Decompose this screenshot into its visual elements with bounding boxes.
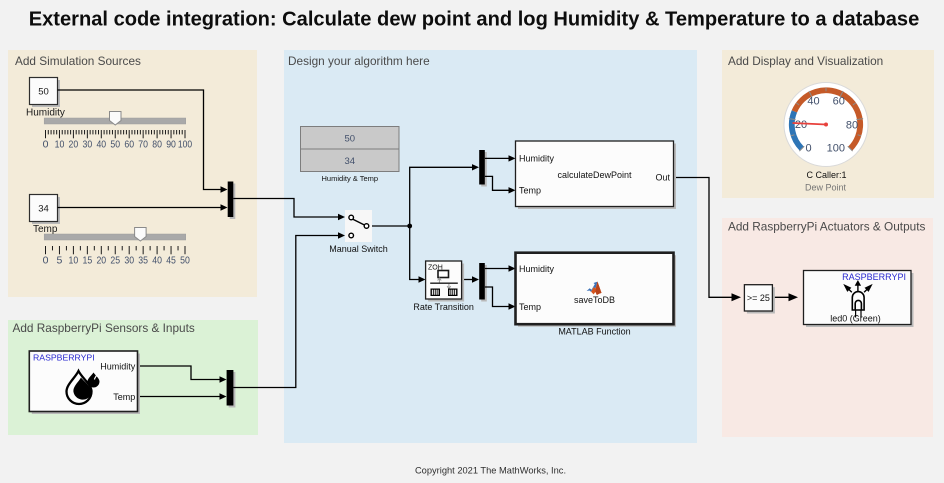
svg-text:ZOH: ZOH	[428, 264, 443, 271]
svg-text:20: 20	[795, 119, 807, 131]
svg-text:RASPBERRYPI: RASPBERRYPI	[33, 353, 95, 363]
svg-text:20: 20	[69, 139, 79, 151]
svg-text:Temp: Temp	[33, 224, 58, 235]
svg-text:60: 60	[833, 95, 845, 107]
svg-text:60: 60	[124, 139, 134, 151]
svg-text:50: 50	[38, 86, 49, 97]
svg-text:30: 30	[124, 255, 134, 267]
svg-text:Add RaspberryPi Actuators & Ou: Add RaspberryPi Actuators & Outputs	[728, 220, 925, 234]
svg-text:70: 70	[138, 139, 148, 151]
svg-text:External code integration: Cal: External code integration: Calculate dew…	[29, 9, 920, 31]
svg-text:>= 25: >= 25	[747, 293, 770, 303]
svg-text:Add RaspberryPi Sensors & Inpu: Add RaspberryPi Sensors & Inputs	[13, 321, 195, 335]
svg-text:20: 20	[96, 255, 106, 267]
svg-text:90: 90	[166, 139, 176, 151]
svg-text:100: 100	[827, 143, 845, 155]
svg-text:35: 35	[138, 255, 148, 267]
svg-text:Add Simulation Sources: Add Simulation Sources	[15, 54, 141, 68]
svg-text:Humidity: Humidity	[519, 264, 555, 274]
svg-text:15: 15	[83, 255, 93, 267]
svg-text:Copyright 2021 The MathWorks,: Copyright 2021 The MathWorks, Inc.	[415, 465, 566, 475]
svg-text:saveToDB: saveToDB	[574, 295, 615, 305]
svg-text:50: 50	[345, 133, 356, 144]
svg-text:50: 50	[180, 255, 190, 267]
svg-text:Temp: Temp	[519, 186, 541, 196]
svg-text:Rate Transition: Rate Transition	[413, 302, 474, 312]
svg-text:34: 34	[345, 156, 356, 167]
svg-text:45: 45	[166, 255, 176, 267]
svg-text:5: 5	[57, 255, 63, 267]
svg-text:0: 0	[805, 143, 811, 155]
svg-text:100: 100	[178, 139, 192, 151]
svg-text:led0 (Green): led0 (Green)	[830, 313, 881, 323]
svg-text:Humidity & Temp: Humidity & Temp	[322, 174, 379, 183]
svg-text:40: 40	[152, 255, 162, 267]
svg-text:10: 10	[69, 255, 79, 267]
svg-text:Temp: Temp	[519, 302, 541, 312]
svg-text:0: 0	[43, 255, 49, 267]
svg-text:25: 25	[110, 255, 120, 267]
svg-text:80: 80	[846, 120, 858, 132]
svg-text:Temp: Temp	[113, 392, 135, 402]
svg-text:0: 0	[43, 139, 49, 151]
svg-text:Dew Point: Dew Point	[805, 183, 847, 193]
svg-text:30: 30	[83, 139, 93, 151]
svg-text:Out: Out	[655, 173, 670, 183]
svg-text:Humidity: Humidity	[100, 361, 136, 371]
svg-text:40: 40	[96, 139, 106, 151]
svg-text:Manual Switch: Manual Switch	[329, 244, 388, 254]
svg-text:Design your algorithm here: Design your algorithm here	[288, 54, 430, 68]
svg-text:calculateDewPoint: calculateDewPoint	[557, 170, 632, 180]
svg-text:MATLAB Function: MATLAB Function	[558, 327, 630, 337]
svg-text:Humidity: Humidity	[519, 154, 555, 164]
svg-text:50: 50	[110, 139, 120, 151]
svg-text:RASPBERRYPI: RASPBERRYPI	[842, 272, 906, 282]
svg-text:34: 34	[38, 203, 49, 214]
svg-text:C Caller:1: C Caller:1	[806, 170, 846, 180]
svg-text:Humidity: Humidity	[26, 107, 65, 118]
svg-text:Add Display and Visualization: Add Display and Visualization	[728, 54, 883, 68]
svg-text:10: 10	[55, 139, 65, 151]
svg-text:80: 80	[152, 139, 162, 151]
svg-text:40: 40	[807, 95, 819, 107]
